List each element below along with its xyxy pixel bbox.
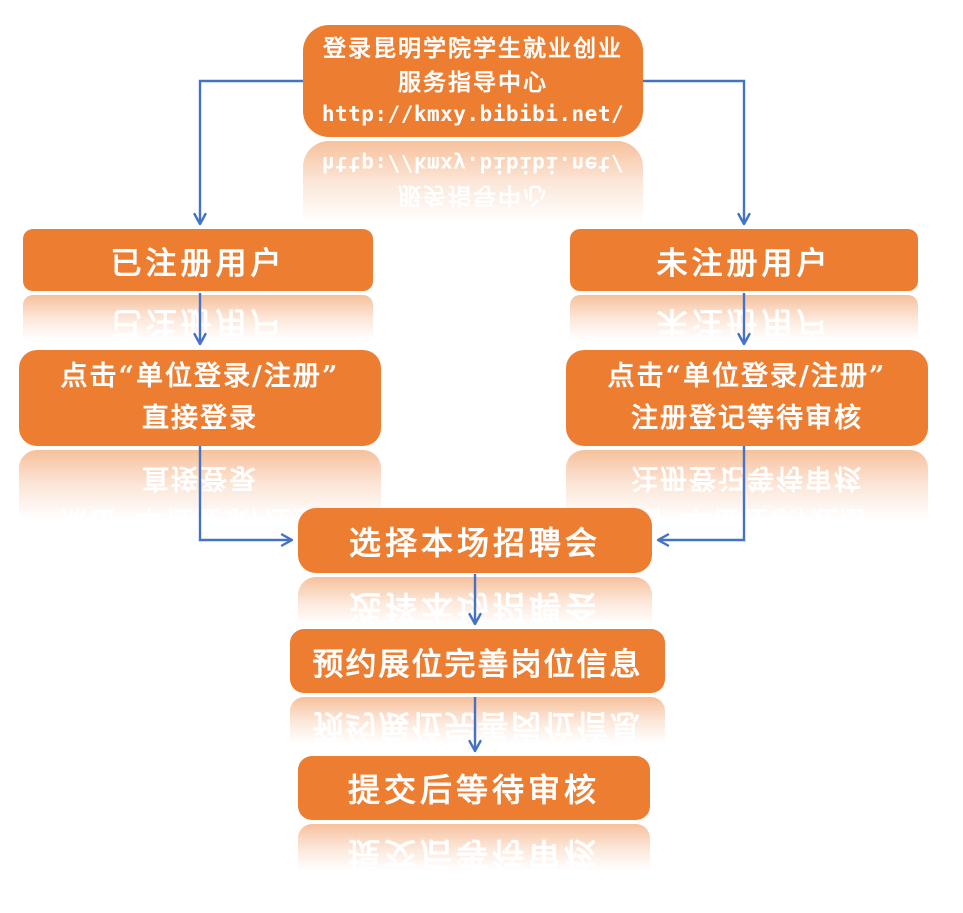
node-text-line: 选择本场招聘会 [348, 523, 601, 562]
flow-node-unregistered-reflection: 未注册用户 [570, 295, 918, 357]
flow-node-submit-wait: 提交后等待审核 提交后等待审核 [298, 756, 650, 888]
reflection-box: 预约展位完善岗位信息 [290, 697, 665, 761]
reflection-text-line: 直接登录 [142, 462, 258, 493]
connector-start-to-registered [193, 79, 303, 226]
flow-node-login-direct: 点击“单位登录/注册” 直接登录 点击“单位登录/注册” 直接登录 [19, 350, 381, 546]
node-text-line: 未注册用户 [656, 245, 832, 282]
node-text-line: 注册登记等待审核 [631, 403, 863, 434]
flow-node-select-fair: 选择本场招聘会 选择本场招聘会 [298, 508, 652, 642]
node-text-line: 点击“单位登录/注册” [607, 361, 887, 393]
reflection-text-line: 服务指导中心 [398, 182, 548, 210]
flow-node-registered: 已注册用户 已注册用户 [23, 229, 373, 357]
flow-node-reserve-booth-box: 预约展位完善岗位信息 [290, 629, 665, 693]
node-text-line: 预约展位完善岗位信息 [312, 646, 643, 683]
node-text-line: 提交后等待审核 [347, 771, 600, 809]
flow-node-registered-box: 已注册用户 [23, 229, 373, 291]
connector-login-to-selectfair [198, 446, 294, 547]
flow-node-submit-wait-reflection: 提交后等待审核 [298, 824, 650, 888]
reflection-box: 未注册用户 [570, 295, 918, 357]
flow-node-submit-wait-box: 提交后等待审核 [298, 756, 650, 820]
flow-node-start-box: 登录昆明学院学生就业创业 服务指导中心 http://kmxy.bibibi.n… [303, 25, 643, 137]
flow-node-unregistered-box: 未注册用户 [570, 229, 918, 291]
flow-node-login-direct-box: 点击“单位登录/注册” 直接登录 [19, 350, 381, 446]
reflection-text-line: 选择本场招聘会 [348, 588, 601, 627]
flow-node-register-wait: 点击“单位登录/注册” 注册登记等待审核 点击“单位登录/注册” 注册登记等待审… [566, 350, 928, 546]
flow-node-select-fair-box: 选择本场招聘会 [298, 508, 652, 573]
node-url-text: http://kmxy.bibibi.net/ [321, 102, 625, 127]
reflection-text-line: 提交后等待审核 [347, 835, 600, 873]
node-text-line: 点击“单位登录/注册” [60, 361, 340, 393]
reflection-text-line: 预约展位完善岗位信息 [312, 707, 643, 744]
flow-node-registered-reflection: 已注册用户 [23, 295, 373, 357]
flow-node-unregistered: 未注册用户 未注册用户 [570, 229, 918, 357]
reflection-url-text: http://kmxy.bibibi.net/ [321, 151, 625, 176]
connector-register-to-selectfair [656, 446, 746, 547]
reflection-text-line: 注册登记等待审核 [631, 462, 863, 493]
flow-node-reserve-booth-reflection: 预约展位完善岗位信息 [290, 697, 665, 761]
reflection-text-line: 未注册用户 [656, 304, 832, 341]
node-text-line: 直接登录 [142, 403, 258, 434]
node-text-line: 服务指导中心 [398, 68, 548, 96]
connector-start-to-unregistered [643, 79, 751, 226]
node-text-line: 登录昆明学院学生就业创业 [323, 35, 623, 63]
flow-node-start: 登录昆明学院学生就业创业 服务指导中心 http://kmxy.bibibi.n… [303, 25, 643, 253]
reflection-box: 提交后等待审核 [298, 824, 650, 888]
flow-node-register-wait-box: 点击“单位登录/注册” 注册登记等待审核 [566, 350, 928, 446]
reflection-box: 已注册用户 [23, 295, 373, 357]
flow-node-reserve-booth: 预约展位完善岗位信息 预约展位完善岗位信息 [290, 629, 665, 761]
node-text-line: 已注册用户 [110, 245, 286, 282]
reflection-text-line: 已注册用户 [110, 304, 286, 341]
